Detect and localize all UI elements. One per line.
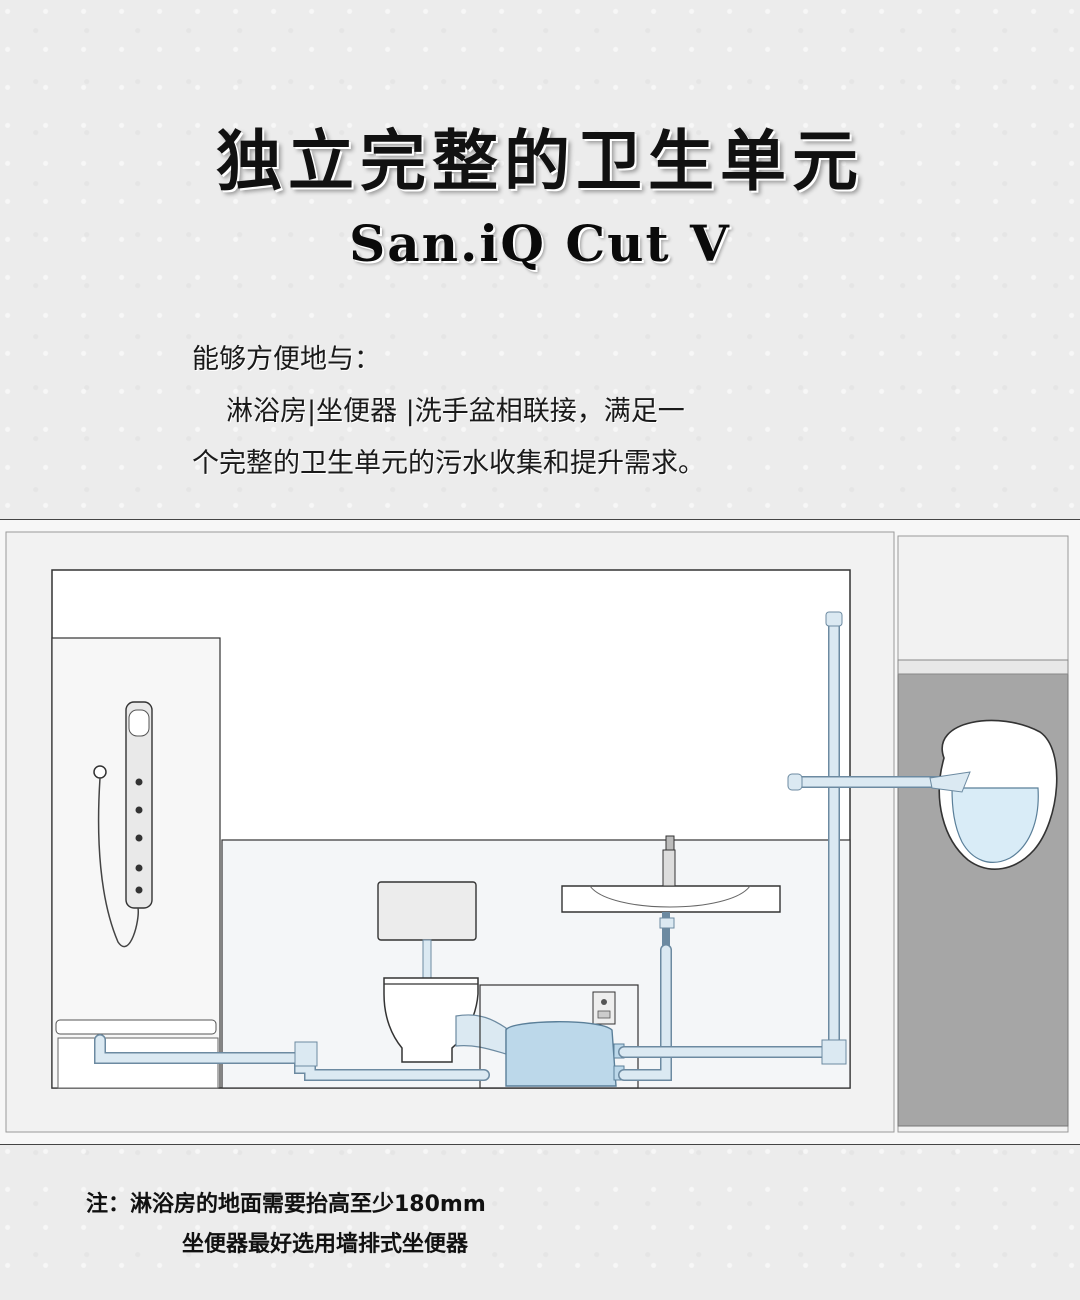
shower-jet-5 xyxy=(135,886,143,894)
shower-jet-4 xyxy=(135,864,143,872)
urinal-water xyxy=(951,787,1039,863)
wall-ledge xyxy=(897,659,1069,675)
description: 能够方便地与： 淋浴房|坐便器 |洗手盆相联接，满足一 个完整的卫生单元的污水收… xyxy=(192,334,892,490)
toilet-cistern xyxy=(377,881,477,941)
shower-jet-1 xyxy=(135,778,143,786)
shower-hose xyxy=(97,777,139,948)
toilet-bowl xyxy=(383,977,479,1063)
description-line-1: 能够方便地与： xyxy=(192,344,381,375)
washbasin-counter xyxy=(561,885,781,913)
basin-drain-pipe-fill xyxy=(619,945,671,1080)
vent-cap xyxy=(825,611,843,627)
note-line-2: 坐便器最好选用墙排式坐便器 xyxy=(182,1232,469,1257)
product-model: San.iQ Cut V xyxy=(349,214,731,273)
flush-pipe xyxy=(422,939,432,979)
hand-shower-icon xyxy=(93,765,107,779)
control-indicator-icon xyxy=(601,999,607,1005)
shower-panel xyxy=(125,701,153,909)
note-line-1: 注：淋浴房的地面需要抬高至少180mm xyxy=(86,1192,486,1217)
pump-enclosure xyxy=(479,984,639,1089)
shower-jet-3 xyxy=(135,834,143,842)
control-switch-icon xyxy=(597,1010,611,1019)
description-line-2: 淋浴房|坐便器 |洗手盆相联接，满足一 xyxy=(226,396,685,427)
pipe-end-cap xyxy=(787,773,803,791)
description-line-3: 个完整的卫生单元的污水收集和提升需求。 xyxy=(192,448,705,479)
shower-head-icon xyxy=(128,709,150,737)
pipe-elbow-2 xyxy=(821,1039,847,1065)
note: 注：淋浴房的地面需要抬高至少180mm 坐便器最好选用墙排式坐便器 xyxy=(86,1185,486,1265)
shower-tray xyxy=(55,1019,217,1035)
washbasin-bowl xyxy=(589,885,751,908)
faucet-handle xyxy=(665,835,675,851)
urinal-inlet xyxy=(929,771,971,793)
lifting-pump xyxy=(505,1021,617,1087)
bathroom-diagram xyxy=(0,519,1080,1145)
bathroom-diagram-svg xyxy=(5,531,1069,1133)
pipe-elbow-1 xyxy=(294,1041,318,1067)
faucet-icon xyxy=(662,849,676,887)
shower-jet-2 xyxy=(135,806,143,814)
shower-drain-pipe-fill xyxy=(95,1035,489,1080)
page-title: 独立完整的卫生单元 xyxy=(216,123,864,200)
basin-trap-fitting xyxy=(659,917,675,929)
pump-control-box xyxy=(592,991,616,1025)
